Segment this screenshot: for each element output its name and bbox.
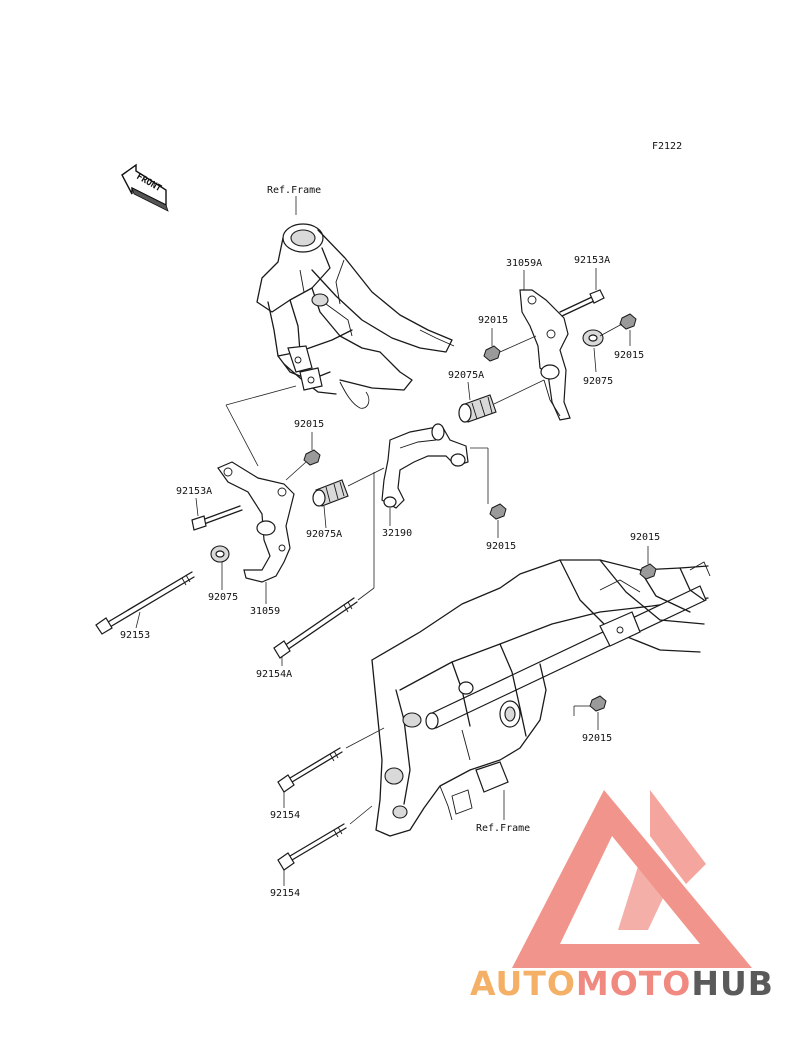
callout-92153A-right: 92153A — [574, 255, 610, 266]
callout-31059A: 31059A — [506, 258, 542, 269]
center-bracket-32190 — [381, 423, 469, 509]
callout-92075-left: 92075 — [208, 592, 238, 603]
callout-labels: 31059A 92153A 92015 92015 92075A 92075 9… — [120, 255, 660, 899]
callout-92075A-left: 92075A — [306, 529, 342, 540]
front-arrow-icon: FRONT — [121, 163, 169, 212]
callout-92015-frame-lower: 92015 — [582, 733, 612, 744]
callout-92015-frame-upper: 92015 — [630, 532, 660, 543]
callout-92015-center: 92015 — [486, 541, 516, 552]
nut-92015-frame-lower — [589, 695, 607, 712]
nut-92015-center — [489, 503, 507, 520]
nut-92015-right — [619, 313, 637, 330]
callout-92075-right: 92075 — [583, 376, 613, 387]
watermark-text: AUTOMOTOHUB — [470, 964, 774, 1003]
left-bracket-31059 — [217, 461, 295, 583]
callout-92154-b: 92154 — [270, 888, 300, 899]
collar-92075-right — [582, 329, 604, 347]
callout-92075A-right: 92075A — [448, 370, 484, 381]
watermark-logo: AUTOMOTOHUB — [470, 790, 774, 1003]
bolt-92154A — [273, 597, 358, 659]
bolt-92153A-right — [559, 289, 605, 317]
collar-92075-left — [210, 545, 230, 563]
bolt-92153 — [95, 571, 195, 635]
damper-92075A-right — [458, 394, 497, 423]
nut-92015-frame-upper — [639, 563, 657, 580]
bolt-92153A-left — [191, 505, 243, 531]
callout-92015-right: 92015 — [614, 350, 644, 361]
right-bracket-31059A — [519, 289, 571, 421]
watermark-part-auto: AUTO — [470, 964, 576, 1003]
callout-92153A-left: 92153A — [176, 486, 212, 497]
callout-92153: 92153 — [120, 630, 150, 641]
callout-32190: 32190 — [382, 528, 412, 539]
bolt-92154-a — [277, 747, 343, 793]
watermark-triangle-icon — [512, 790, 752, 968]
callout-92154A: 92154A — [256, 669, 292, 680]
ref-frame-top-label: Ref.Frame — [267, 185, 321, 196]
callout-31059: 31059 — [250, 606, 280, 617]
lower-frame-section — [371, 559, 711, 837]
diagram-code: F2122 — [652, 141, 682, 152]
watermark-part-moto: MOTO — [576, 964, 691, 1003]
damper-92075A-left — [312, 479, 349, 507]
bolt-92154-b — [277, 823, 347, 871]
upper-frame-section: Ref.Frame — [256, 185, 455, 409]
nut-92015-upper — [483, 345, 501, 362]
watermark-part-hub: HUB — [691, 964, 774, 1003]
callout-92015-left: 92015 — [294, 419, 324, 430]
nut-92015-left — [303, 449, 321, 466]
callout-92154-a: 92154 — [270, 810, 300, 821]
ref-frame-bottom-label: Ref.Frame — [476, 823, 530, 834]
callout-92015-upper: 92015 — [478, 315, 508, 326]
